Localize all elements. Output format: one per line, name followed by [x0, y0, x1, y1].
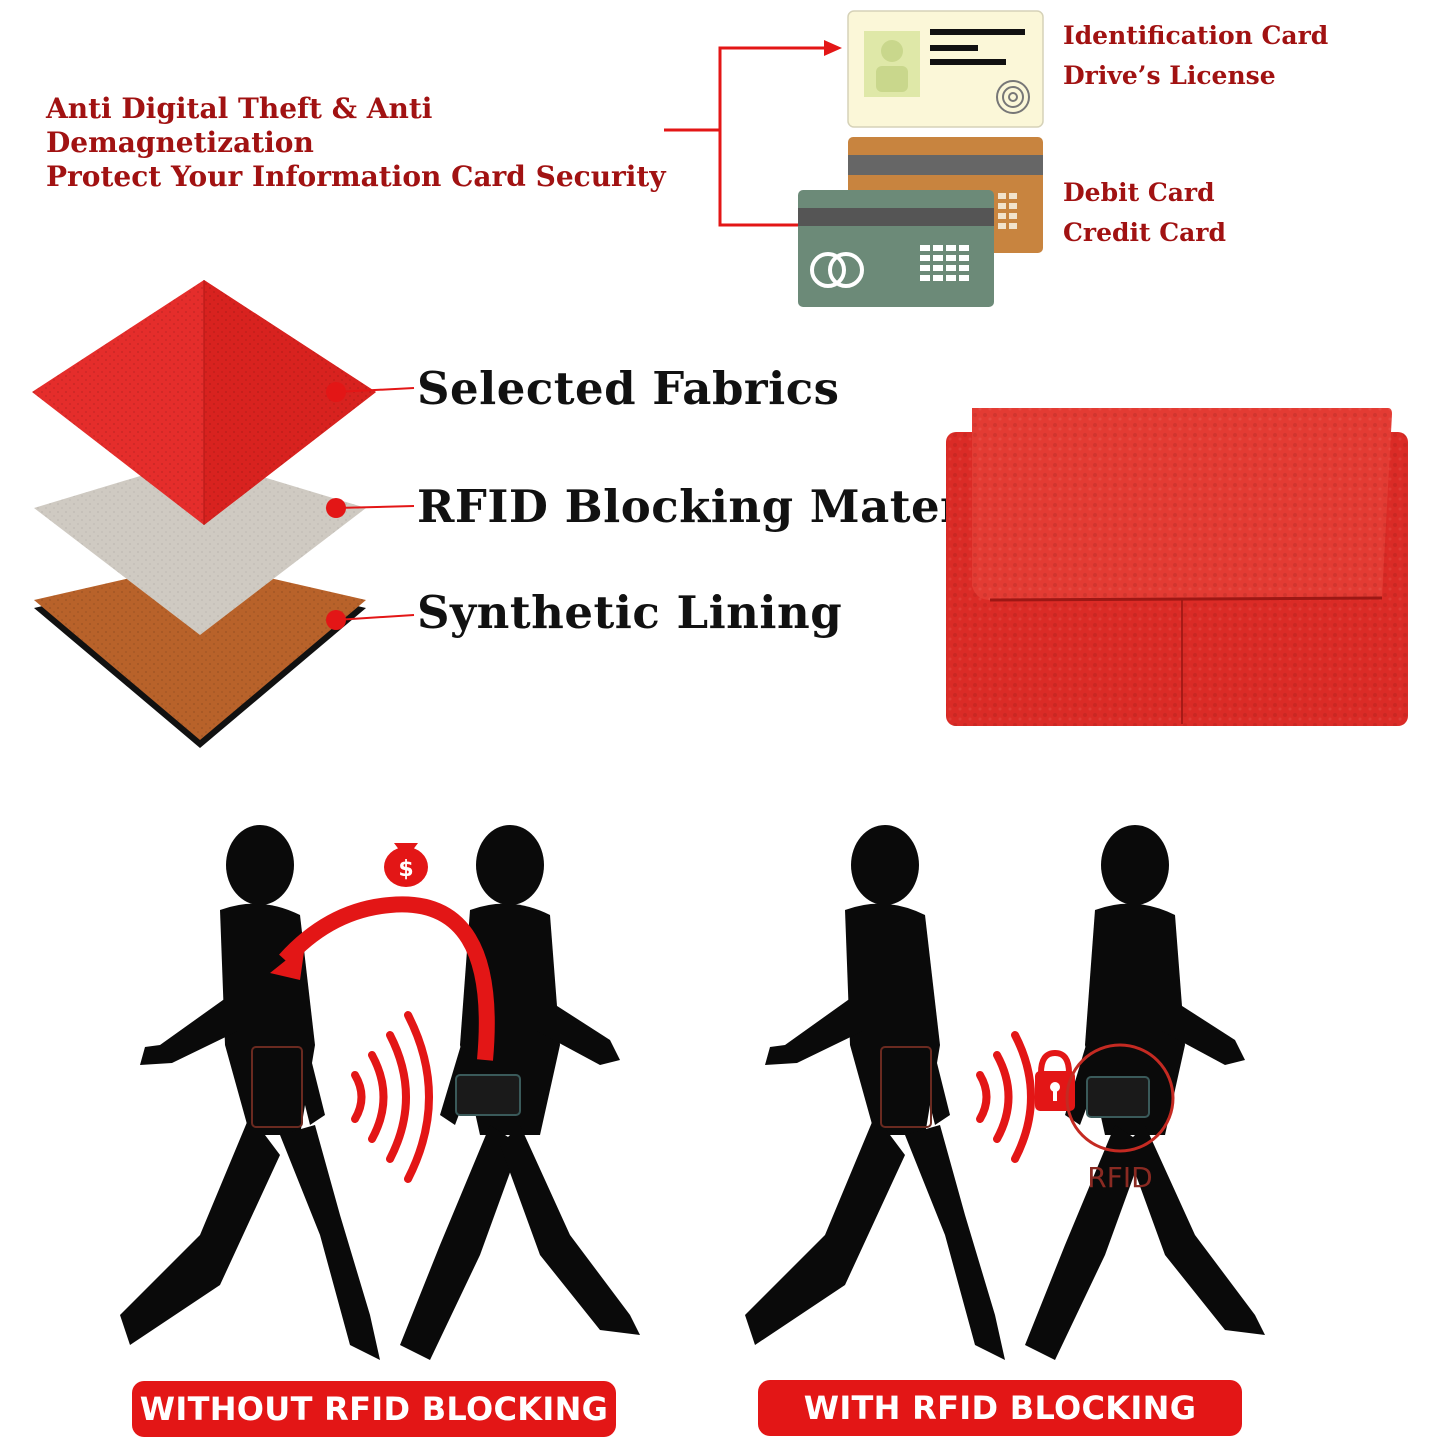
- layer-label-fabrics: Selected Fabrics: [417, 362, 840, 415]
- layer-label-lining: Synthetic Lining: [417, 586, 843, 639]
- without-rfid-badge: WITHOUT RFID BLOCKING: [132, 1381, 616, 1437]
- signal-waves: [351, 1011, 433, 1183]
- bank-card-labels: Debit Card Credit Card: [1063, 173, 1226, 253]
- red-wallet-image: [946, 408, 1408, 726]
- headline-line-1: Anti Digital Theft & Anti Demagnetizatio…: [46, 92, 433, 159]
- id-card-labels: Identification Card Drive’s License: [1063, 16, 1328, 96]
- rfid-shield-ring: [1065, 1043, 1175, 1153]
- theft-arrow: [279, 896, 495, 1061]
- scene-without-rfid: $: [120, 825, 640, 1360]
- material-layers-diagram: [32, 280, 415, 748]
- blocked-signal-waves: [976, 1031, 1035, 1163]
- padlock-icon: [1035, 1049, 1075, 1111]
- selected-fabrics-layer: [32, 280, 376, 525]
- credit-card-label: Credit Card: [1063, 218, 1226, 247]
- debit-card-label: Debit Card: [1063, 178, 1215, 207]
- synthetic-lining-layer: [34, 562, 366, 748]
- layer-label-rfid: RFID Blocking Material: [417, 480, 1030, 533]
- headline-line-2: Protect Your Information Card Security: [46, 160, 666, 193]
- id-card-icon: [847, 10, 1044, 128]
- rfid-stamp-label: RFID: [1087, 1161, 1152, 1194]
- victim-silhouette: [120, 825, 380, 1360]
- svg-text:$: $: [398, 857, 413, 882]
- owner-silhouette: [745, 825, 1005, 1360]
- credit-card-icon: [798, 190, 994, 307]
- drivers-license-label: Drive’s License: [1063, 61, 1276, 90]
- rfid-blocking-layer: [34, 458, 366, 635]
- money-bag-icon: $: [384, 843, 428, 887]
- with-rfid-badge: WITH RFID BLOCKING: [758, 1380, 1242, 1436]
- id-card-label: Identification Card: [1063, 21, 1329, 50]
- scene-with-rfid: RFID: [745, 825, 1265, 1360]
- security-headline: Anti Digital Theft & Anti Demagnetizatio…: [46, 92, 706, 194]
